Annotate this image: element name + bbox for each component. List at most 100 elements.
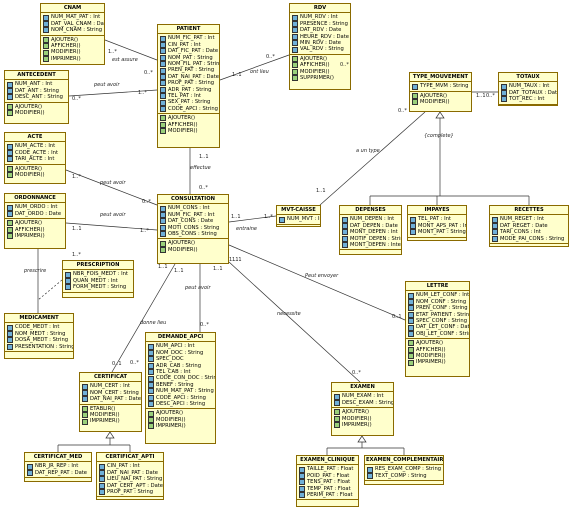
- attribute-icon: [148, 375, 154, 382]
- attribute-row: NUM_RDV : Int: [292, 14, 348, 21]
- attribute-icon: [7, 204, 13, 211]
- attribute-icon: [160, 212, 166, 219]
- operation-text: IMPRIMER(): [416, 359, 446, 366]
- operation-icon: [82, 405, 88, 412]
- attribute-icon: [7, 94, 13, 101]
- attribute-text: TEL_CAB : Int: [156, 369, 191, 376]
- attribute-icon: [65, 271, 71, 278]
- attribute-icon: [292, 40, 298, 47]
- attribute-text: LIEU_NAI_PAT : String: [107, 476, 163, 483]
- operation-row: AJOUTER(): [292, 56, 348, 63]
- attribute-icon: [299, 473, 305, 480]
- class-title: CERTIFICAT: [80, 373, 141, 383]
- edge-mvt-typemvt: [319, 111, 426, 206]
- attribute-text: VAL_RDV : String: [300, 46, 344, 53]
- operation-icon: [43, 43, 49, 50]
- attribute-row: NUM_MVT : Int: [279, 216, 320, 223]
- operation-text: IMPRIMER(): [15, 233, 45, 240]
- operation-list: [5, 352, 73, 354]
- operation-list: [97, 497, 163, 499]
- attribute-row: RES_EXAM_COMP : String: [367, 466, 441, 473]
- operation-row: SUPPRIMER(): [292, 75, 348, 82]
- attribute-row: DAT_VAL_CNAM : Date: [43, 20, 105, 28]
- operation-icon: [7, 233, 13, 240]
- operation-row: IMPRIMER(): [43, 56, 102, 63]
- operation-text: IMPRIMER(): [342, 422, 372, 429]
- attribute-text: TARI_CONS : Int: [500, 229, 541, 236]
- label-complete: {complete}: [424, 133, 454, 139]
- mult-24: 1..1: [213, 266, 223, 272]
- class-title: CERTIFICAT_APTI: [97, 453, 163, 463]
- attribute-text: NUM_CERT : Int: [90, 383, 130, 390]
- operation-icon: [160, 240, 166, 247]
- attribute-text: DAT_VAL_CNAM : Date: [51, 20, 105, 27]
- attribute-row: PROF_PAT : String: [160, 80, 217, 87]
- operation-icon: [148, 410, 154, 417]
- attribute-icon: [148, 362, 154, 369]
- attribute-row: SPEC_DOC: [148, 356, 213, 363]
- mult-29: 0..*: [340, 62, 349, 68]
- operation-list: ETABLIR()MODIFIER()IMPRIMER(): [80, 405, 141, 426]
- operation-row: IMPRIMER(): [148, 423, 213, 430]
- attribute-row: DESC_EXAM : String: [334, 400, 393, 407]
- operation-row: MODIFIER(): [160, 247, 226, 254]
- mult-6: 1..*: [138, 90, 147, 96]
- attribute-icon: [342, 229, 348, 236]
- attribute-icon: [342, 235, 348, 242]
- attribute-text: CODE_ACTE : Int: [15, 149, 58, 156]
- attribute-icon: [148, 343, 154, 350]
- operation-row: AJOUTER(): [412, 92, 469, 100]
- operation-text: MODIFIER(): [168, 128, 198, 135]
- attribute-text: POID_PAT : Float: [307, 472, 350, 479]
- class-title: ACTE: [5, 133, 65, 143]
- attribute-row: FORM_MEDT : String: [65, 284, 131, 291]
- edge-consultation-lettre: [228, 244, 406, 321]
- attribute-row: DAT_NAI_PAT : Date: [82, 396, 141, 403]
- attribute-row: NUM_FIC_PAT : Int: [160, 212, 226, 219]
- attribute-icon: [160, 80, 166, 87]
- attribute-row: CODE_APCI : String: [148, 395, 213, 401]
- operation-row: IMPRIMER(): [334, 422, 391, 429]
- attribute-row: DAT_DEPEN : Date: [342, 223, 399, 230]
- attribute-text: HEURE_RDV : Date: [300, 33, 349, 40]
- attribute-row: DESC_ANT : String: [7, 94, 66, 101]
- operation-list: [365, 481, 443, 483]
- class-title: CERTIFICAT_MED: [25, 453, 91, 463]
- attribute-text: DAT_RDV : Date: [300, 27, 342, 34]
- attribute-row: NUM_EXAM : Int: [334, 393, 391, 400]
- operation-icon: [7, 226, 13, 233]
- attribute-icon: [408, 292, 414, 299]
- operation-text: MODIFIER(): [90, 412, 120, 419]
- mult-2: 0..*: [144, 70, 153, 76]
- attribute-text: NUM_MAT_PAT : Int: [51, 14, 101, 21]
- operation-text: AJOUTER(): [416, 340, 444, 347]
- operation-row: MODIFIER(): [148, 417, 213, 424]
- operation-text: AJOUTER(): [420, 92, 448, 99]
